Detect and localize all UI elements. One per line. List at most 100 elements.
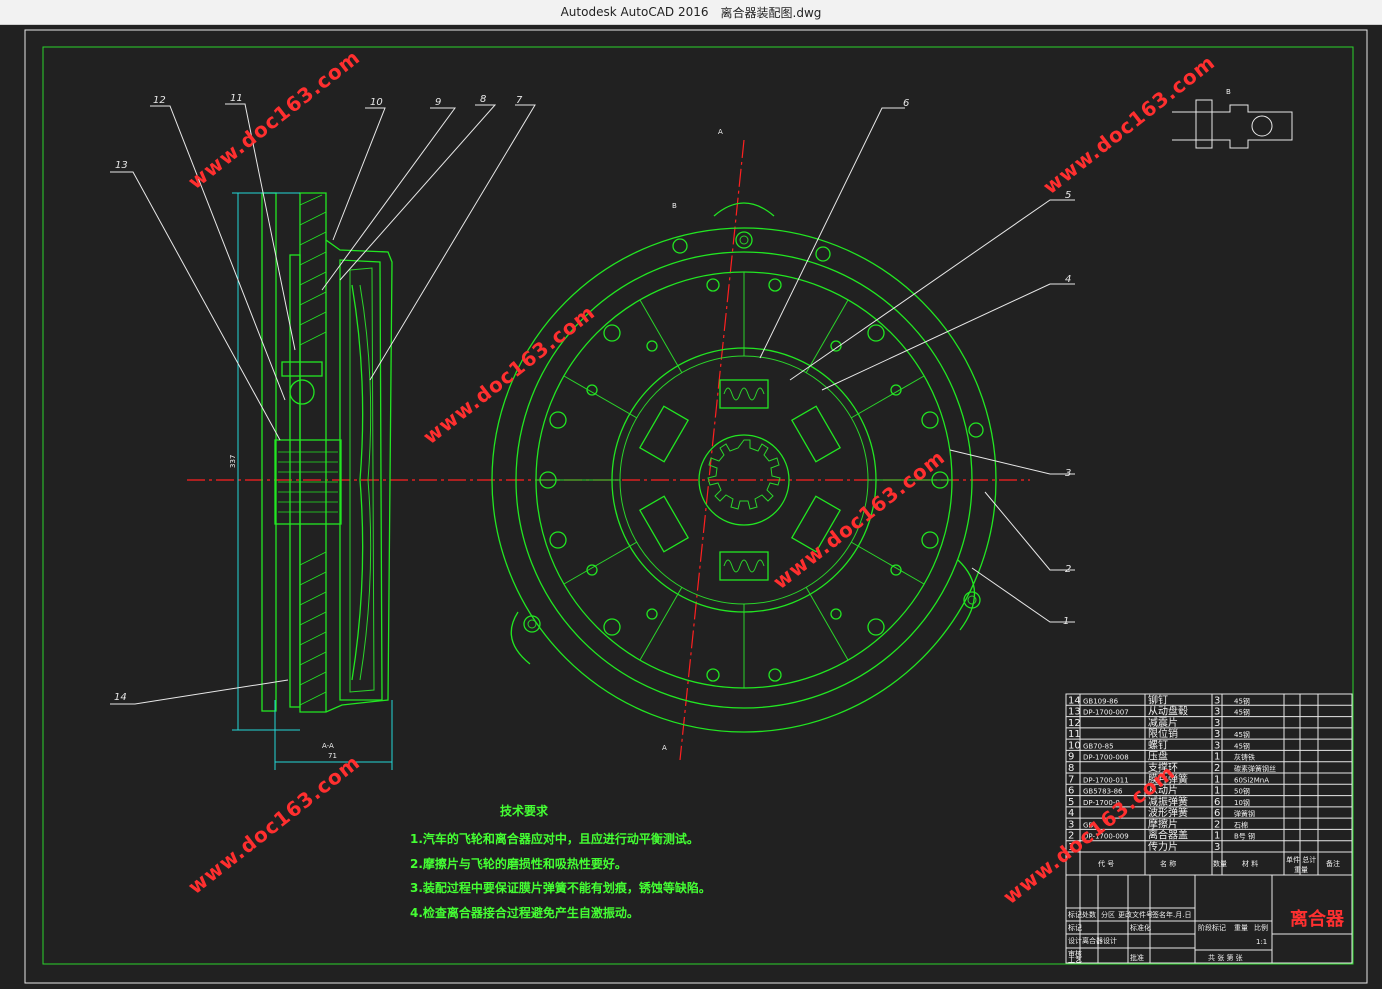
diaphragm-spring	[351, 284, 364, 681]
bom-cell-code: DP-1700-007	[1083, 709, 1129, 717]
bom-cell-name: 支撑环	[1148, 761, 1178, 774]
bom-cell-qty: 3	[1214, 707, 1220, 718]
bom-cell-code: DP-1700-009	[1083, 833, 1129, 841]
bom-cell-material: 45钢	[1234, 741, 1250, 750]
bom-cell-qty: 3	[1214, 718, 1220, 729]
tb-header-count: 处数	[1082, 910, 1096, 919]
hatch-pressure-plate	[299, 194, 327, 706]
tb-header-sign: 签名	[1152, 910, 1166, 919]
bom-cell-material: 石棉	[1234, 820, 1248, 829]
callout-10: 10	[370, 97, 383, 108]
bom-cell-code: DP-1700-0	[1083, 799, 1120, 807]
requirements-title: 技术要求	[500, 803, 549, 818]
bom-cell-code: DP-1700-011	[1083, 776, 1129, 784]
bom-cell-code: DP-1700-008	[1083, 754, 1129, 762]
callout-7: 7	[516, 95, 523, 106]
callout-4: 4	[1065, 274, 1071, 285]
callout-13: 13	[115, 160, 128, 171]
bom-cell-qty: 1	[1214, 752, 1220, 763]
detail-view-b: B	[1172, 88, 1293, 149]
bom-cell-material: 45钢	[1234, 696, 1250, 705]
tb-approve: 批准	[1130, 953, 1144, 962]
bom-cell-no: 6	[1068, 786, 1074, 797]
callout-3: 3	[1065, 468, 1071, 479]
bom-cell-material: 10钢	[1234, 798, 1250, 807]
bom-cell-no: 4	[1068, 808, 1074, 819]
callout-11: 11	[230, 93, 243, 104]
bom-cell-name: 传力片	[1148, 840, 1178, 853]
requirement-2: 2.摩擦片与飞轮的磨损性和吸热性要好。	[410, 856, 627, 871]
watermark-4: www.doc163.com	[768, 445, 949, 594]
bom-cell-no: 14	[1068, 695, 1081, 706]
bom-cell-no: 10	[1068, 740, 1081, 751]
callout-6: 6	[903, 98, 909, 109]
bom-cell-name: 从动片	[1148, 784, 1178, 797]
bom-cell-qty: 1	[1214, 831, 1220, 842]
bom-cell-qty: 2	[1214, 763, 1220, 774]
bom-cell-material: 碳素弹簧钢丝	[1234, 764, 1276, 773]
bom-cell-no: 8	[1068, 763, 1074, 774]
tb-stage: 阶段标记	[1198, 923, 1226, 932]
section-marker-a-bottom: A	[662, 744, 667, 752]
tb-standard: 标准化	[1130, 923, 1151, 932]
tb-row-mark: 标记	[1068, 923, 1082, 932]
watermark-3: www.doc163.com	[1038, 50, 1219, 199]
drawing-canvas[interactable]: 337 71 A-A	[0, 24, 1382, 989]
title-bar: Autodesk AutoCAD 2016 离合器装配图.dwg	[0, 0, 1382, 25]
bom-cell-qty: 2	[1214, 819, 1220, 830]
tb-sheet: 共 张 第 张	[1208, 953, 1243, 962]
dim-width: 71	[328, 752, 337, 760]
bom-cell-material: 60Si2MnA	[1234, 776, 1269, 784]
bom-header-unit: 单件 总计	[1286, 855, 1316, 864]
bom-cell-no: 7	[1068, 774, 1074, 785]
bom-cell-name: 膜片弹簧	[1148, 772, 1188, 785]
technical-requirements: 技术要求 1.汽车的飞轮和离合器应对中，且应进行动平衡测试。 2.摩擦片与飞轮的…	[410, 803, 711, 920]
callout-12: 12	[153, 95, 166, 106]
bom-cell-no: 1	[1068, 842, 1074, 853]
file-name: 离合器装配图.dwg	[720, 5, 822, 20]
detail-b-label: B	[1226, 88, 1231, 96]
bom-cell-material: 50钢	[1234, 787, 1250, 796]
tb-scale-label: 比例	[1254, 923, 1268, 932]
inner-frame	[42, 46, 1354, 965]
bom-cell-no: 5	[1068, 797, 1074, 808]
friction-segments	[536, 272, 952, 688]
tb-header-date: 年.月.日	[1166, 910, 1191, 919]
leader-lines	[110, 103, 1075, 705]
bom-header-code: 代 号	[1098, 859, 1114, 868]
bom-cell-qty: 1	[1214, 786, 1220, 797]
callout-1: 1	[1063, 616, 1069, 627]
tb-row-review: 审核	[1068, 949, 1082, 958]
bom-cell-code: GB	[1083, 821, 1093, 829]
callout-2: 2	[1065, 564, 1071, 575]
bom-cell-name: 压盘	[1148, 750, 1168, 763]
bom-cell-name: 减振弹簧	[1148, 795, 1188, 808]
requirement-1: 1.汽车的飞轮和离合器应对中，且应进行动平衡测试。	[410, 831, 699, 846]
tb-drawing-name: 离合器	[1290, 908, 1345, 930]
tb-header-doc: 更改文件号	[1118, 910, 1153, 919]
bom-header-material: 材 料	[1242, 859, 1258, 868]
bom-cell-name: 波形弹簧	[1148, 806, 1188, 819]
bom-cell-name: 螺钉	[1148, 739, 1168, 751]
bom-header-name: 名 称	[1160, 859, 1176, 868]
bom-cell-name: 铆钉	[1148, 693, 1168, 706]
bom-cell-code: GB109-86	[1083, 697, 1119, 705]
bom-cell-no: 12	[1068, 718, 1081, 729]
bom-cell-code: GB5783-86	[1083, 788, 1123, 796]
watermark-2: www.doc163.com	[418, 300, 599, 449]
bom-cell-material: 45钢	[1234, 708, 1250, 717]
damper-springs	[638, 379, 842, 581]
requirement-4: 4.检查离合器接合过程避免产生自激振动。	[410, 905, 639, 920]
bom-cell-material: 灰铸铁	[1234, 753, 1255, 762]
section-line	[679, 139, 745, 761]
bom-cell-no: 9	[1068, 752, 1074, 763]
bom-cell-qty: 3	[1214, 740, 1220, 751]
bom-cell-qty: 3	[1214, 842, 1220, 853]
spline-hub	[698, 434, 790, 526]
bom-cell-qty: 6	[1214, 808, 1220, 819]
outer-frame	[24, 29, 1368, 984]
tb-header-zone: 分区	[1101, 910, 1115, 919]
